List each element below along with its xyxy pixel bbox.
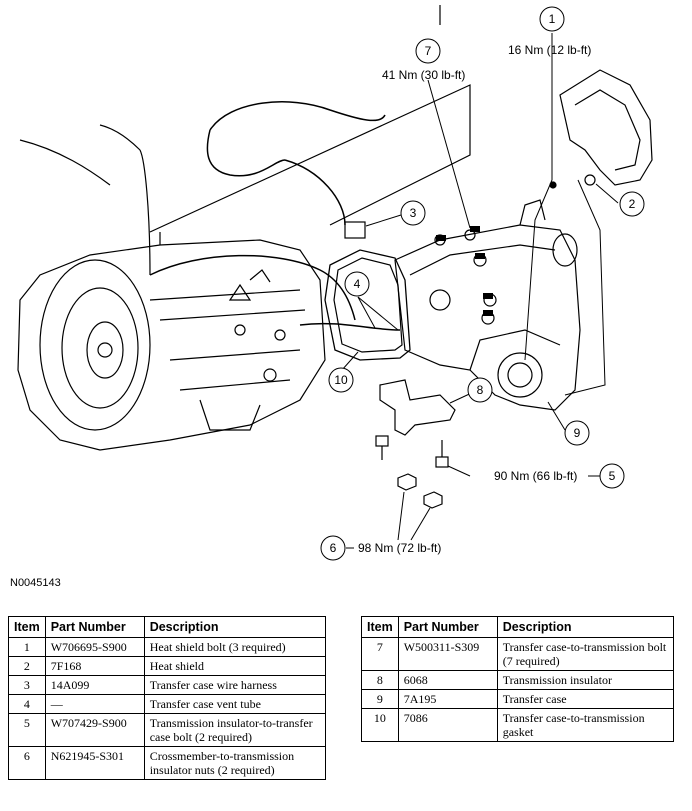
- part-number-cell: 7086: [397, 708, 498, 742]
- description-cell: Transmission insulator-to-transfer case …: [143, 713, 327, 747]
- callout-7-circle: [415, 38, 441, 64]
- item-cell: 4: [8, 694, 46, 714]
- callout-4-circle: [344, 271, 370, 297]
- torque-label-5: 90 Nm (66 lb-ft): [494, 469, 577, 483]
- description-cell: Transfer case wire harness: [143, 675, 327, 695]
- header-part-number: Part Number: [44, 616, 145, 638]
- item-cell: 5: [8, 713, 46, 747]
- heat-shield-illustration: [559, 69, 653, 186]
- callout-5-circle: [599, 463, 625, 489]
- item-cell: 3: [8, 675, 46, 695]
- insulator-illustration: [375, 379, 456, 509]
- item-cell: 8: [361, 670, 399, 690]
- table-row: 4—Transfer case vent tube: [8, 694, 327, 714]
- description-cell: Transfer case: [496, 689, 675, 709]
- callout-7-number: 7: [425, 44, 432, 58]
- part-number-cell: W707429-S900: [44, 713, 145, 747]
- description-cell: Transfer case-to-transmission bolt (7 re…: [496, 637, 675, 671]
- table-header-row: Item Part Number Description: [8, 616, 327, 638]
- part-number-cell: N621945-S301: [44, 746, 145, 780]
- callout-2-number: 2: [629, 197, 636, 211]
- callout-6-number: 6: [330, 541, 337, 555]
- callout-4-number: 4: [354, 277, 361, 291]
- header-item: Item: [8, 616, 46, 638]
- item-cell: 2: [8, 656, 46, 676]
- callout-10-number: 10: [334, 373, 348, 387]
- torque-label-7: 41 Nm (30 lb-ft): [382, 68, 465, 82]
- header-part-number: Part Number: [397, 616, 498, 638]
- item-cell: 7: [361, 637, 399, 671]
- transfer-case-illustration: [394, 199, 581, 411]
- callout-1-number: 1: [549, 12, 556, 26]
- part-number-cell: W500311-S309: [397, 637, 498, 671]
- part-number-cell: 7F168: [44, 656, 145, 676]
- exploded-view-diagram: 1 2 3 4 5 6 7 8 9 10 16 Nm (12 lb-ft) 41…: [17, 5, 653, 561]
- callout-3-number: 3: [410, 206, 417, 220]
- header-item: Item: [361, 616, 399, 638]
- header-description: Description: [496, 616, 675, 638]
- item-cell: 10: [361, 708, 399, 742]
- callout-5-number: 5: [609, 469, 616, 483]
- header-description: Description: [143, 616, 327, 638]
- description-cell: Transfer case vent tube: [143, 694, 327, 714]
- callout-8-number: 8: [477, 383, 484, 397]
- figure-id: N0045143: [10, 577, 61, 589]
- gasket-illustration: [324, 249, 411, 361]
- description-cell: Transmission insulator: [496, 670, 675, 690]
- item-cell: 9: [361, 689, 399, 709]
- description-cell: Heat shield: [143, 656, 327, 676]
- item-cell: 1: [8, 637, 46, 657]
- part-number-cell: W706695-S900: [44, 637, 145, 657]
- callout-1-circle: [539, 6, 565, 32]
- part-number-cell: 6068: [397, 670, 498, 690]
- torque-label-1: 16 Nm (12 lb-ft): [508, 43, 591, 57]
- table-header-row: Item Part Number Description: [361, 616, 675, 638]
- torque-label-6: 98 Nm (72 lb-ft): [358, 541, 441, 555]
- callout-3-circle: [400, 200, 426, 226]
- part-number-cell: 7A195: [397, 689, 498, 709]
- description-cell: Transfer case-to-transmission gasket: [496, 708, 675, 742]
- description-cell: Crossmember-to-transmission insulator nu…: [143, 746, 327, 780]
- callout-10-circle: [328, 367, 354, 393]
- callout-9-circle: [564, 420, 590, 446]
- callout-2-circle: [619, 191, 645, 217]
- transmission-illustration: [17, 5, 471, 451]
- callout-8-circle: [467, 377, 493, 403]
- part-number-cell: —: [44, 694, 145, 714]
- description-cell: Heat shield bolt (3 required): [143, 637, 327, 657]
- item-cell: 6: [8, 746, 46, 780]
- callout-6-circle: [320, 535, 346, 561]
- callout-9-number: 9: [574, 426, 581, 440]
- part-number-cell: 14A099: [44, 675, 145, 695]
